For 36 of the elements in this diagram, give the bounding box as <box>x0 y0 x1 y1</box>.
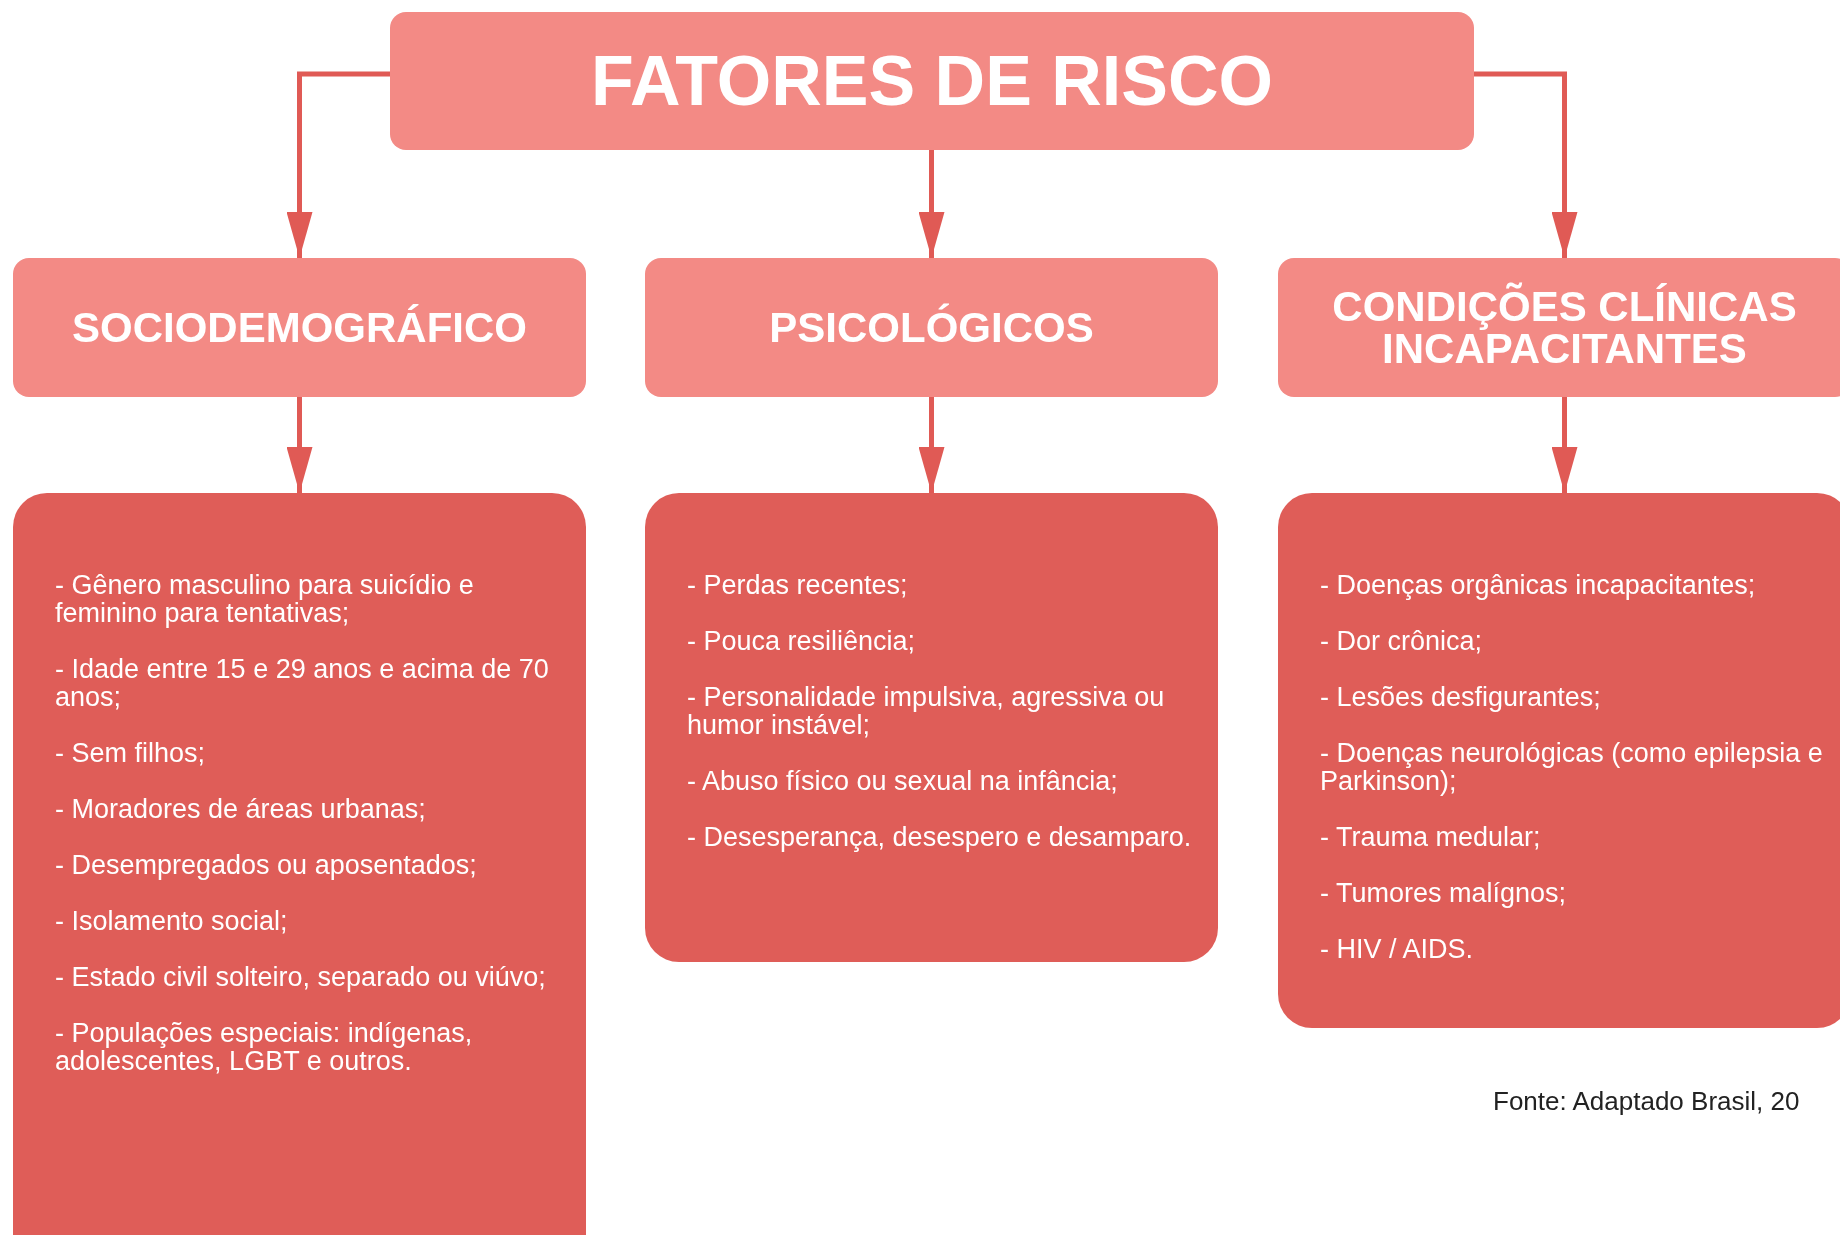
list-item: - Desesperança, desespero e desamparo. <box>687 823 1193 851</box>
list-item: - Gênero masculino para suicídio e feminino para tentativas; <box>55 571 475 627</box>
source-note: Fonte: Adaptado Brasil, 20 <box>1493 1086 1800 1117</box>
list-item: - Lesões desfigurantes; <box>1320 683 1602 711</box>
category-box <box>645 258 1218 397</box>
category-box <box>1278 258 1840 397</box>
title-box <box>390 12 1474 150</box>
list-item: - HIV / AIDS. <box>1320 935 1475 963</box>
list-item: - Trauma medular; <box>1320 823 1542 851</box>
category-box <box>13 258 586 397</box>
arrow <box>1551 397 1578 493</box>
list-box <box>1278 493 1840 1028</box>
title-text: FATORES DE RISCO <box>591 41 1273 121</box>
list-item: - Moradores de áreas urbanas; <box>55 795 427 823</box>
list-item: - Dor crônica; <box>1320 627 1484 655</box>
list-item: - Pouca resiliência; <box>687 627 917 655</box>
arrow <box>286 397 313 493</box>
list-item: - Populações especiais: indígenas, adolescentes, LGBT e outros. <box>55 1019 474 1075</box>
list-item: - Isolamento social; <box>55 907 289 935</box>
list-item: - Tumores malígnos; <box>1320 879 1568 907</box>
category-heading: SOCIODEMOGRÁFICO <box>72 306 527 349</box>
list-box <box>13 493 586 1235</box>
arrow <box>918 150 945 258</box>
list-item: - Estado civil solteiro, separado ou viúvo; <box>55 963 547 991</box>
list-box <box>645 493 1218 962</box>
list-item: - Perdas recentes; <box>687 571 909 599</box>
list-item: - Desempregados ou aposentados; <box>55 851 478 879</box>
list-item: - Abuso físico ou sexual na infância; <box>687 767 1119 795</box>
arrow <box>918 397 945 493</box>
list-item: - Sem filhos; <box>55 739 207 767</box>
arrow <box>1474 71 1578 258</box>
list-item: - Personalidade impulsiva, agressiva ou humor instável; <box>687 683 1166 739</box>
arrow <box>286 71 390 258</box>
list-item: - Doenças neurológicas (como epilepsia e Parkinson); <box>1320 739 1824 795</box>
list-item: - Doenças orgânicas incapacitantes; <box>1320 571 1757 599</box>
list-item: - Idade entre 15 e 29 anos e acima de 70 anos; <box>55 655 550 711</box>
